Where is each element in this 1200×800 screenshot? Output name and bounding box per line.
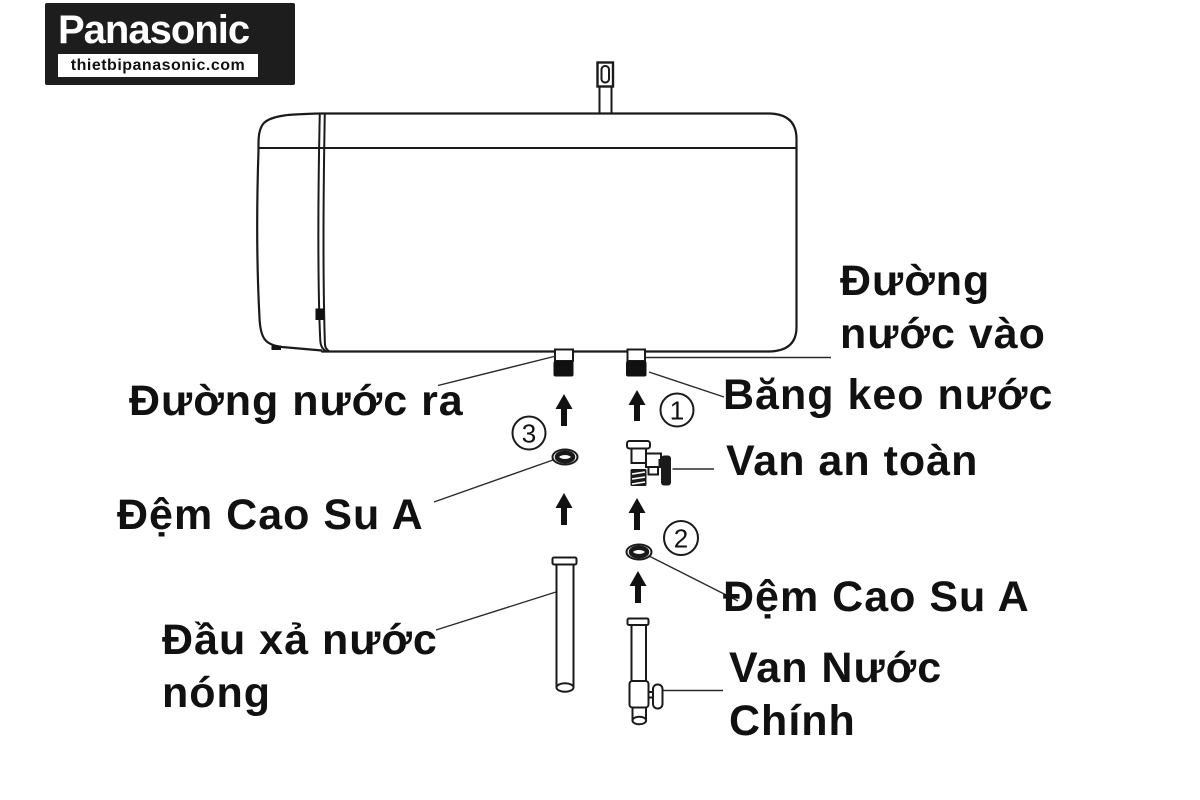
tank-body	[320, 112, 798, 353]
rubber-gasket-a-right	[625, 543, 653, 561]
drain-pipe-drawing	[551, 556, 578, 693]
arrow-up-icon	[629, 571, 647, 603]
threaded-end	[630, 469, 647, 486]
callout-2-number: 2	[674, 524, 688, 554]
safety-valve-drawing	[626, 440, 671, 486]
main-valve-drawing	[626, 617, 664, 726]
panasonic-logo: Panasonic thietbipanasonic.com	[45, 3, 295, 85]
tank-bottom-mark	[271, 345, 281, 350]
label-gasket-right: Đệm Cao Su A	[723, 573, 1030, 621]
label-drain-line2: nóng	[162, 669, 272, 717]
tank-seam-lines	[317, 112, 330, 352]
label-tape: Băng keo nước	[723, 371, 1054, 419]
label-main-valve-line2: Chính	[729, 697, 856, 745]
label-water-inlet-line2: nước vào	[840, 310, 1046, 358]
arrow-up-icon	[555, 394, 573, 426]
assembly-arrows	[555, 390, 647, 603]
label-water-inlet-line1: Đường	[840, 257, 991, 305]
hanging-bracket	[596, 61, 615, 114]
leader-gasket-right	[648, 555, 739, 602]
label-drain-line1: Đầu xả nước	[162, 616, 438, 664]
arrow-up-icon	[555, 493, 573, 525]
callouts: 3 1 2	[511, 392, 699, 556]
callout-3: 3	[511, 415, 547, 451]
leader-lines	[433, 355, 831, 692]
callout-1-number: 1	[670, 396, 684, 426]
label-drain: Đầu xả nước nóng	[162, 614, 438, 720]
leader-gasket-left	[433, 459, 554, 503]
tank-seam-mark	[315, 308, 324, 320]
label-gasket-left: Đệm Cao Su A	[117, 491, 424, 539]
leader-water-outlet	[437, 355, 557, 387]
callout-2: 2	[663, 520, 699, 556]
callout-3-number: 3	[522, 419, 536, 449]
website-strip: thietbipanasonic.com	[58, 54, 258, 77]
label-main-valve-line1: Van Nước	[729, 644, 943, 692]
callout-1: 1	[659, 392, 695, 428]
label-water-inlet: Đường nước vào	[840, 255, 1046, 361]
arrow-up-icon	[628, 390, 646, 421]
rubber-gasket-a-left	[551, 448, 579, 466]
website-text: thietbipanasonic.com	[70, 56, 246, 74]
brand-name: Panasonic	[58, 8, 250, 52]
label-main-valve: Van Nước Chính	[729, 642, 942, 748]
leader-tape	[648, 371, 725, 398]
outlet-fitting	[553, 348, 574, 377]
leader-drain-pipe	[435, 591, 557, 631]
tank-left-cap	[256, 112, 324, 352]
label-water-outlet: Đường nước ra	[129, 377, 464, 425]
arrow-up-icon	[628, 498, 646, 530]
label-safety-valve: Van an toàn	[726, 437, 979, 485]
inlet-fitting	[626, 348, 647, 377]
water-heater-tank	[256, 61, 798, 353]
